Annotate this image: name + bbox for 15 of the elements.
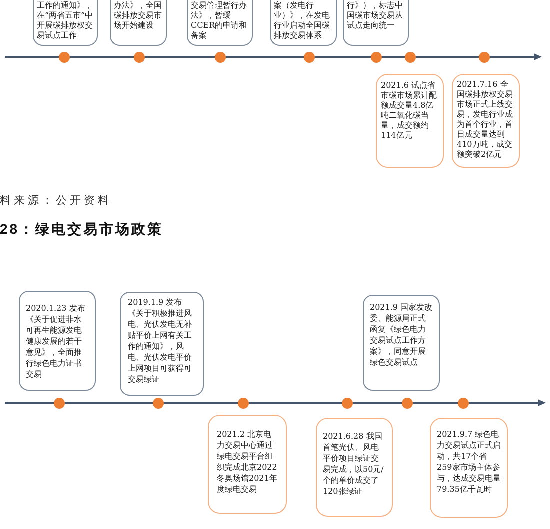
event-card: 2021.6.28 我国首笔光伏、风电平价项目绿证交易完成，以50元/个的单价成交了120张绿证	[316, 418, 393, 517]
event-card: 案（发电行业）》，在发电行业启动全国碳排放交易体系	[270, 0, 337, 46]
event-card: 2021.2 北京电力交易中心通过绿电交易平台组织完成北京2022冬奥场馆2021年度绿电交易	[208, 415, 287, 514]
event-card: 2021.9.7 绿色电力交易试点正式启动，共17个省259家市场主体参与，达成交易电量79.35亿千瓦时	[430, 418, 508, 518]
event-card: 交易管理暂行办法》，暂缓CCER的申请和备案	[187, 0, 253, 46]
figure-title: 28：绿电交易市场政策	[0, 221, 164, 239]
event-card: 2021.7.16 全国碳排放权交易市场正式上线交易，发电行业成为首个行业，首日成交量达到410万吨，成交额突破2亿元	[452, 74, 520, 168]
event-card: 工作的通知》，在“两省五市”中开展碳排放权交易试点工作	[33, 0, 98, 46]
event-card: 2021.6 试点省市碳市场累计配额成交量4.8亿吨二氧化碳当量，成交额约114亿元	[376, 74, 444, 168]
event-card: 2021.9 国家发改委、能源局正式函复《绿色电力交易试点工作方案》，同意开展绿色交易试点	[363, 295, 440, 391]
source-note: 料来源：公开资料	[0, 193, 112, 208]
event-card: 行》），标志中国碳市场交易从试点走向统一	[343, 0, 409, 46]
event-card: 办法》，全国碳排放交易市场开始建设	[110, 0, 167, 46]
event-card: 2019.1.9 发布《关于积极推进风电、光伏发电无补贴平价上网有关工作的通知》，风电、光伏发电平价上网项目可获得可交易绿证	[120, 292, 204, 396]
event-card: 2020.1.23 发布《关于促进非水可再生能源发电健康发展的若干意见》，全面推行绿色电力证书交易	[19, 291, 96, 391]
